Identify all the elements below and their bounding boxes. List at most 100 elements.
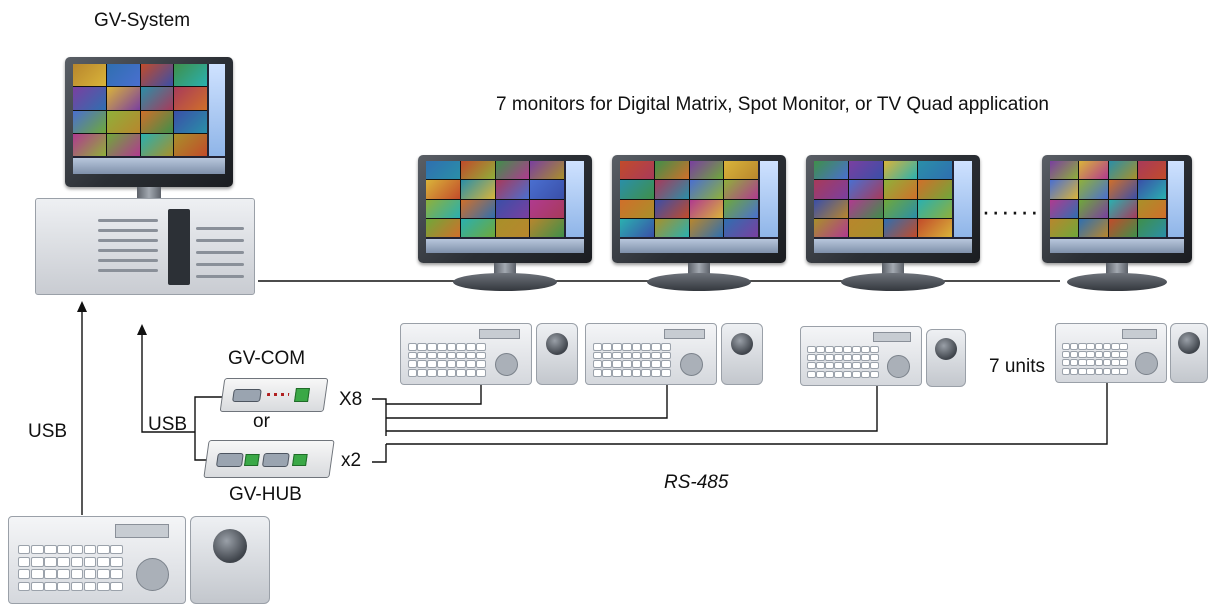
keyboard-key [631, 369, 642, 377]
keyboard-key [17, 544, 31, 555]
keyboard-key [816, 362, 826, 370]
keyboard-key [651, 351, 661, 360]
direction-pad [135, 558, 169, 592]
keyboard-key [807, 353, 817, 362]
keyboard-key [407, 343, 418, 351]
camera-tile [174, 64, 207, 87]
keyboard-key [1094, 359, 1104, 367]
keyboard-key [70, 569, 84, 580]
camera-tile [106, 110, 140, 133]
keyboard-key [456, 351, 467, 360]
keyboard-key [83, 556, 97, 567]
rs485-line-3 [386, 384, 878, 432]
camera-tile [1108, 180, 1137, 199]
keyboard-key [861, 353, 871, 362]
keyboard-key [1094, 342, 1104, 350]
camera-tile [140, 110, 174, 133]
usb-mid-label: USB [148, 414, 188, 435]
camera-tile [1079, 180, 1108, 199]
keyboard-key [621, 351, 632, 360]
camera-tile [73, 87, 106, 110]
keyboard-key [651, 369, 661, 377]
keyboard-key [843, 370, 853, 378]
usb-mid-line [141, 333, 195, 433]
camera-tile [1079, 199, 1108, 218]
camera-tile [140, 133, 174, 156]
keyboard-key [110, 556, 123, 567]
camera-tile [848, 161, 883, 180]
keyboard-key [97, 569, 110, 580]
keyboard-key [456, 369, 467, 377]
keyboard-key [631, 360, 642, 368]
camera-tile [1050, 199, 1079, 218]
keyboard-key [612, 343, 622, 351]
keyboard-key [825, 370, 835, 378]
gv-system-monitor [65, 57, 233, 207]
keyboard-key [612, 351, 622, 360]
rs485-line-2 [386, 384, 668, 419]
monitor-4 [1042, 155, 1192, 295]
keyboard-key [660, 360, 671, 368]
keyboard-key [17, 581, 31, 592]
joystick-icon [721, 323, 763, 385]
keyboard-key [825, 362, 835, 370]
keyboard-key [1061, 367, 1071, 375]
camera-tile [106, 133, 140, 156]
keyboard-key [843, 362, 853, 370]
keyboard-key [843, 345, 853, 353]
camera-tile [426, 218, 460, 237]
joystick-icon [926, 329, 966, 387]
keyboard-key [592, 343, 603, 351]
camera-tile [814, 199, 848, 218]
keyboard-key [621, 369, 632, 377]
keyboard-key [1102, 359, 1112, 367]
keyboard-key [417, 351, 428, 360]
keyboard-key [446, 351, 457, 360]
keyboard-key [83, 569, 97, 580]
camera-tile [174, 110, 207, 133]
camera-tile [848, 199, 883, 218]
camera-tile [883, 180, 918, 199]
keyboard-key [1086, 342, 1095, 350]
keyboard-display [114, 523, 170, 538]
keyboard-key [1078, 359, 1087, 367]
keyboard-key [602, 343, 613, 351]
keyboard-key [861, 345, 871, 353]
camera-tile [1108, 161, 1137, 180]
camera-tile [426, 199, 460, 218]
camera-tile [1108, 218, 1137, 237]
joystick-icon [1170, 323, 1208, 383]
camera-tile [530, 161, 564, 180]
keyboard-key [1069, 342, 1079, 350]
keyboard-key [436, 343, 447, 351]
camera-tile [689, 218, 724, 237]
camera-tile [495, 161, 530, 180]
monitor-2 [612, 155, 786, 295]
keyboard-key [631, 343, 642, 351]
camera-tile [654, 199, 689, 218]
keyboard-key [834, 345, 844, 353]
keyboard-key [1119, 359, 1128, 367]
keyboard-key [466, 360, 476, 368]
gv-system-label: GV-System [94, 10, 191, 31]
keyboard-key [407, 351, 418, 360]
keyboard-key [641, 360, 652, 368]
rs485-line-1 [386, 384, 482, 405]
camera-tile [1137, 180, 1166, 199]
keyboard-key [110, 569, 123, 580]
keyboard-key [475, 360, 486, 368]
keyboard-key [870, 370, 880, 378]
camera-tile [1050, 218, 1079, 237]
camera-tile [460, 218, 495, 237]
keyboard-key [427, 369, 437, 377]
camera-tile [918, 218, 952, 237]
camera-tile [689, 199, 724, 218]
keyboard-key [660, 369, 671, 377]
keyboard-key [475, 369, 486, 377]
camera-tile [1137, 199, 1166, 218]
keyboard-key [1078, 350, 1087, 359]
keyboard-key [446, 369, 457, 377]
keyboard-key [870, 353, 880, 362]
control-keyboard-icon [800, 326, 922, 386]
keyboard-key [1102, 350, 1112, 359]
